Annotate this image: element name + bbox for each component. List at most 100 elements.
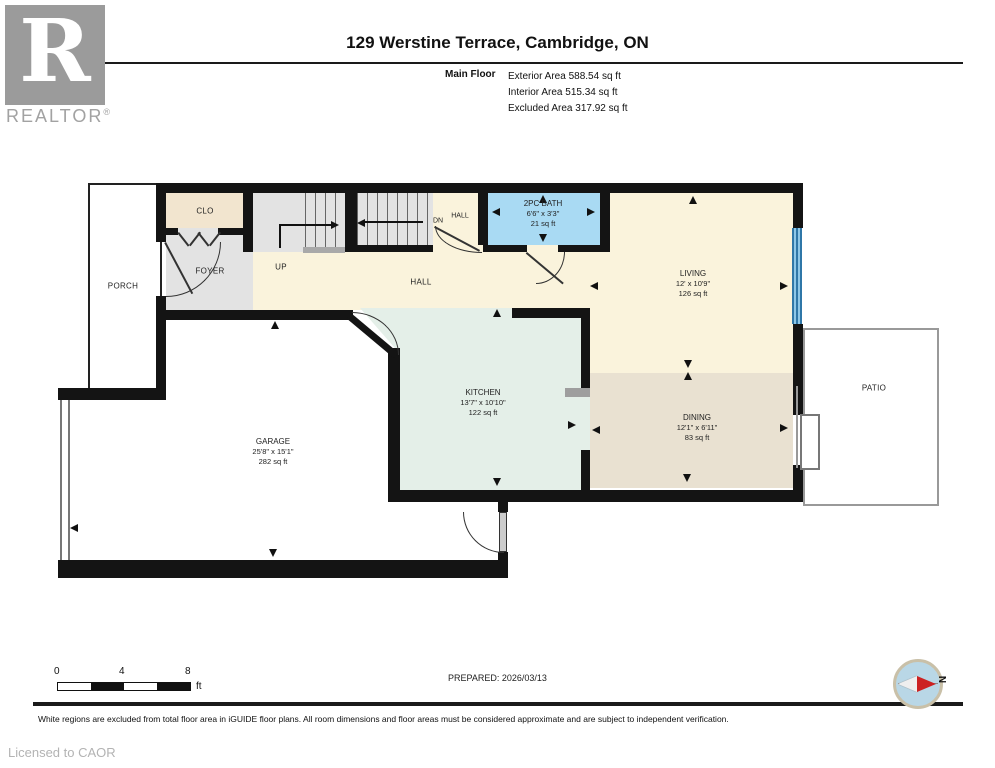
room-fill-kitchen [400,308,590,490]
dimension-arrow [689,196,697,204]
interior-area: Interior Area 515.34 sq ft [508,87,618,98]
wall [388,490,803,502]
dimension-arrow [492,208,500,216]
wall [478,193,488,245]
wall [558,245,610,252]
room-fill-patio [803,328,939,506]
page-title: 129 Werstine Terrace, Cambridge, ON [346,33,649,52]
wall [498,502,508,512]
room-fill-closet [166,193,243,228]
wall [156,296,166,390]
room-label-dn-hall: HALL [451,212,469,220]
garage-door [60,400,70,560]
footer-divider-line [33,702,963,706]
dimension-arrow [70,524,78,532]
wall [793,465,803,502]
stairs-up-arrowhead [331,221,339,229]
scale-tick-0: 0 [54,666,60,677]
wall [58,388,166,400]
wall [388,348,400,502]
dimension-arrow [780,424,788,432]
stairs-up-treads [305,193,345,252]
wall [166,228,178,235]
licensed-to: Licensed to CAOR [8,745,116,760]
stairs-up-arrow-line [279,224,333,226]
wall [600,183,610,252]
dimension-arrow [568,421,576,429]
room-label-foyer: FOYER [195,266,225,276]
realtor-logo-letter: R [19,1,91,102]
dimension-arrow [683,474,691,482]
room-label-living: LIVING 12' x 10'9" 126 sq ft [675,269,711,298]
stairs-dn-arrowhead [357,219,365,227]
floor-area-summary: Exterior Area 588.54 sq ft Interior Area… [508,69,628,117]
wall [498,552,508,578]
room-label-porch: PORCH [107,281,139,291]
dimension-arrow [684,372,692,380]
stairs-landing [303,247,345,253]
room-label-hall: HALL [410,277,432,287]
dimension-arrow [493,478,501,486]
disclaimer-text: White regions are excluded from total fl… [38,714,729,724]
sliding-door [800,414,820,470]
dimension-arrow [780,282,788,290]
stairs-dn [357,193,433,245]
room-label-closet: CLO [196,206,214,216]
scale-tick-4: 4 [119,666,125,677]
realtor-wordmark: REALTOR® [6,106,112,126]
realtor-logo: R [5,5,105,105]
room-fill-dining [590,373,793,488]
scale-segment [124,683,157,690]
room-label-kitchen: KITCHEN 13'7" x 10'10" 122 sq ft [460,388,506,417]
exterior-area: Exterior Area 588.54 sq ft [508,71,621,82]
scale-bar [57,682,191,691]
wall [483,245,527,252]
dimension-arrow [592,426,600,434]
wall [218,228,243,235]
registered-mark: ® [103,107,112,117]
compass-north-label: N [936,675,948,684]
compass-needle-north [917,676,936,692]
dimension-arrow [539,234,547,242]
floor-label: Main Floor [445,69,496,80]
door-arc-garage-back [463,512,504,553]
room-label-up: UP [275,262,287,272]
wall [793,183,803,228]
room-label-patio: PATIO [861,383,887,393]
room-label-dining: DINING 12'1" x 6'11" 83 sq ft [676,413,718,442]
wall [512,308,590,318]
wall [156,193,166,242]
scale-segment [157,683,190,690]
compass-needle-tail [898,676,917,692]
room-label-dn: DN [432,217,444,225]
scale-segment [58,683,91,690]
compass-icon [893,659,943,709]
wall [345,245,433,252]
dimension-arrow [493,309,501,317]
window [792,228,802,324]
dimension-arrow [269,549,277,557]
wall [243,193,253,252]
room-label-garage: GARAGE 25'8" x 15'1" 282 sq ft [252,437,294,466]
wall [156,310,353,320]
stairs-dn-arrow-line [363,221,423,223]
dimension-arrow [271,321,279,329]
scale-unit: ft [196,681,202,692]
wall [581,450,590,502]
scale-tick-8: 8 [185,666,191,677]
dimension-arrow [590,282,598,290]
wall [345,193,357,252]
wall [793,324,803,415]
wall [581,308,590,390]
kitchen-counter-cap [565,388,590,397]
wall [156,183,803,193]
dimension-arrow [539,195,547,203]
sliding-door-track [796,386,798,468]
room-fill-porch [88,183,162,393]
prepared-date: PREPARED: 2026/03/13 [448,673,547,683]
stairs-up-arrow-line [279,226,281,248]
wall [58,560,508,578]
dimension-arrow [587,208,595,216]
header-divider-line [33,62,963,64]
scale-segment [91,683,124,690]
